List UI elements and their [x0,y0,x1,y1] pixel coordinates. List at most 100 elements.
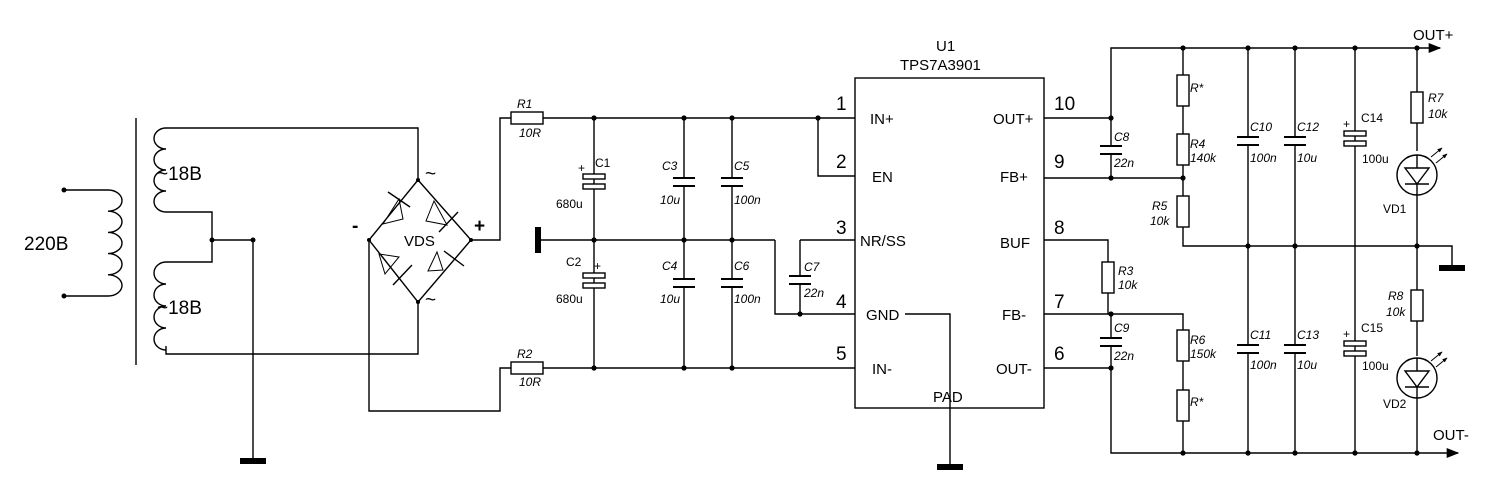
secondary-bottom-label: ~18В [157,298,202,319]
junction-dot [681,237,687,243]
c2-value: 680u [556,292,583,306]
transformer: 220В ~18В ~18В [24,118,419,464]
pin-6-num: 6 [1054,344,1065,365]
c8-ref: C8 [1114,130,1130,144]
c9-ref: C9 [1114,321,1130,335]
wire [471,117,511,241]
resistor-r1 [510,111,544,125]
r8-ref: R8 [1388,289,1404,303]
wire-mid-gnd [1182,227,1453,265]
junction-dot [1292,45,1298,51]
r7-ref: R7 [1428,91,1445,105]
resistor-r5 [1176,195,1190,228]
junction-dot [1180,45,1186,51]
out-plus-label: OUT+ [1413,27,1454,44]
cap-gap [1287,138,1303,144]
cap-gap [1240,346,1256,352]
secondary-winding-top [153,127,167,213]
r8-value: 10k [1386,305,1406,319]
resistor-r4 [1176,133,1190,166]
r3-ref: R3 [1118,264,1134,278]
c9-value: 22n [1113,349,1134,363]
resistor-r6 [1176,329,1190,362]
wire [368,240,511,412]
bridge-ac-bottom: ~ [425,290,436,311]
junction-dot [1180,450,1186,456]
pin-9-name: FB+ [1000,169,1028,186]
input-filter: R1 10R R2 10R + C1 680u + C2 680u C3 10u… [510,97,855,389]
c1-plus: + [578,161,585,175]
pad-label: PAD [933,389,963,406]
junction-dot [1245,450,1251,456]
rstar-top-ref: R* [1190,81,1204,95]
wire [165,327,419,355]
junction-dot [1180,175,1186,181]
wire-buf [1044,239,1109,262]
r3-value: 10k [1118,278,1138,292]
c4-value: 10u [660,292,680,306]
led-vd2-ray [1435,357,1448,368]
c11-ref: C11 [1250,328,1271,342]
pin-5-num: 5 [836,344,847,365]
wire-out-plus [1044,42,1442,119]
bridge-diode [381,197,404,225]
junction-dot [1414,243,1420,249]
r6-ref: R6 [1190,333,1206,347]
c14-plus: + [1343,117,1350,131]
pin-7-num: 7 [1054,292,1065,313]
cap-gap [1287,346,1303,352]
c15-ref: C15 [1361,321,1383,335]
led-vd1-ray [1430,147,1443,158]
junction-dot [1108,311,1114,317]
cap-c2-plate [582,272,606,279]
r2-ref: R2 [517,347,533,361]
junction-dot [729,115,735,121]
wire [212,239,254,458]
ic-part: TPS7A3901 [900,57,981,74]
bridge-diode [378,253,400,276]
c6-ref: C6 [734,259,750,273]
vd2-label: VD2 [1383,397,1407,411]
junction-dot [681,365,687,371]
c12-value: 10u [1297,151,1317,165]
out-minus-label: OUT- [1433,427,1469,444]
c7-ref: C7 [804,260,821,274]
c7-value: 22n [803,286,824,300]
c14-value: 100u [1362,152,1389,166]
cap-gap [1240,138,1256,144]
junction-dot [209,237,215,243]
primary-winding [107,189,123,297]
cap-c15-plate [1343,350,1367,357]
c10-ref: C10 [1250,120,1272,134]
terminal-dot [61,187,67,193]
c2-ref: C2 [566,255,582,269]
junction-dot [681,115,687,121]
pin-3-num: 3 [836,218,847,239]
terminal-dot [61,293,67,299]
ic-ref: U1 [936,38,955,55]
pin-2-num: 2 [836,152,847,173]
c2-plus: + [594,259,601,273]
junction-dot [1108,115,1114,121]
junction-dot [591,115,597,121]
wire [166,127,419,154]
c6-value: 100n [734,292,761,306]
r6-value: 150k [1190,347,1217,361]
bridge-diode [427,250,444,272]
junction-dot [1292,243,1298,249]
pin-4-num: 4 [836,292,847,313]
junction-dot [1352,45,1358,51]
rstar-bottom-ref: R* [1190,395,1204,409]
c12-ref: C12 [1297,120,1319,134]
wire-gnd [774,240,855,315]
cap-gap [1103,147,1119,153]
r2-value: 10R [519,375,541,389]
junction-dot [591,237,597,243]
pin-9-num: 9 [1054,152,1065,173]
junction-dot [729,237,735,243]
junction-dot [1245,45,1251,51]
bridge-diode-bar [443,250,465,267]
junction-dot [1352,450,1358,456]
pin-10-name: OUT+ [993,111,1034,128]
junction-dot [1292,450,1298,456]
